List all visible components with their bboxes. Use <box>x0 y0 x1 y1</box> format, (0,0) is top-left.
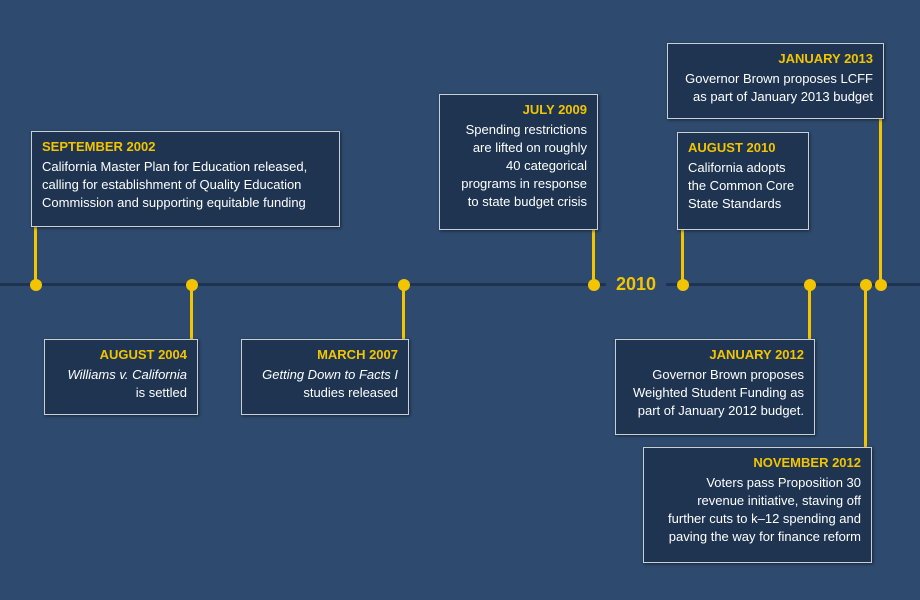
stem-aug-2010 <box>681 229 684 285</box>
event-box-aug-2010: AUGUST 2010 California adopts the Common… <box>677 132 809 230</box>
event-box-jan-2013: JANUARY 2013 Governor Brown proposes LCF… <box>667 43 884 119</box>
stem-jan-2012 <box>808 285 811 340</box>
dot-nov-2012 <box>860 279 872 291</box>
event-text: Governor Brown proposes LCFF as part of … <box>685 71 873 104</box>
event-date: NOVEMBER 2012 <box>753 455 861 470</box>
event-text: Williams v. California is settled <box>55 366 187 402</box>
event-box-nov-2012: NOVEMBER 2012 Voters pass Proposition 30… <box>643 447 872 563</box>
event-text-rest: studies released <box>303 385 398 400</box>
event-text-italic: Williams v. California <box>67 367 187 382</box>
event-text: Governor Brown proposes Weighted Student… <box>632 367 804 418</box>
dot-jan-2013 <box>875 279 887 291</box>
stem-nov-2012 <box>864 285 867 448</box>
stem-jul-2009 <box>592 229 595 285</box>
event-text-rest: is settled <box>135 385 187 400</box>
stem-jan-2013 <box>879 118 882 285</box>
event-date: AUGUST 2010 <box>688 140 776 155</box>
dot-sep-2002 <box>30 279 42 291</box>
event-box-mar-2007: MARCH 2007 Getting Down to Facts I studie… <box>241 339 409 415</box>
dot-jul-2009 <box>588 279 600 291</box>
event-text-italic: Getting Down to Facts I <box>262 367 398 382</box>
event-box-jan-2012: JANUARY 2012 Governor Brown proposes Wei… <box>615 339 815 435</box>
event-date: AUGUST 2004 <box>99 347 187 362</box>
dot-aug-2004 <box>186 279 198 291</box>
event-text: California Master Plan for Education rel… <box>42 159 308 210</box>
event-text: California adopts the Common Core State … <box>688 160 795 211</box>
timeline-axis <box>0 283 920 286</box>
stem-aug-2004 <box>190 285 193 340</box>
event-date: MARCH 2007 <box>317 347 398 362</box>
event-box-aug-2004: AUGUST 2004 Williams v. California is set… <box>44 339 198 415</box>
event-text: Getting Down to Facts I studies released <box>252 366 398 402</box>
event-date: SEPTEMBER 2002 <box>42 139 156 154</box>
event-text: Voters pass Proposition 30 revenue initi… <box>668 475 861 544</box>
event-date: JANUARY 2012 <box>709 347 804 362</box>
dot-mar-2007 <box>398 279 410 291</box>
dot-jan-2012 <box>804 279 816 291</box>
stem-mar-2007 <box>402 285 405 340</box>
event-date: JULY 2009 <box>522 102 587 117</box>
year-marker-2010: 2010 <box>606 272 666 296</box>
event-date: JANUARY 2013 <box>778 51 873 66</box>
stem-sep-2002 <box>34 226 37 285</box>
event-box-jul-2009: JULY 2009 Spending restrictions are lift… <box>439 94 598 230</box>
event-text: Spending restrictions are lifted on roug… <box>461 122 587 209</box>
dot-aug-2010 <box>677 279 689 291</box>
event-box-sep-2002: SEPTEMBER 2002 California Master Plan fo… <box>31 131 340 227</box>
